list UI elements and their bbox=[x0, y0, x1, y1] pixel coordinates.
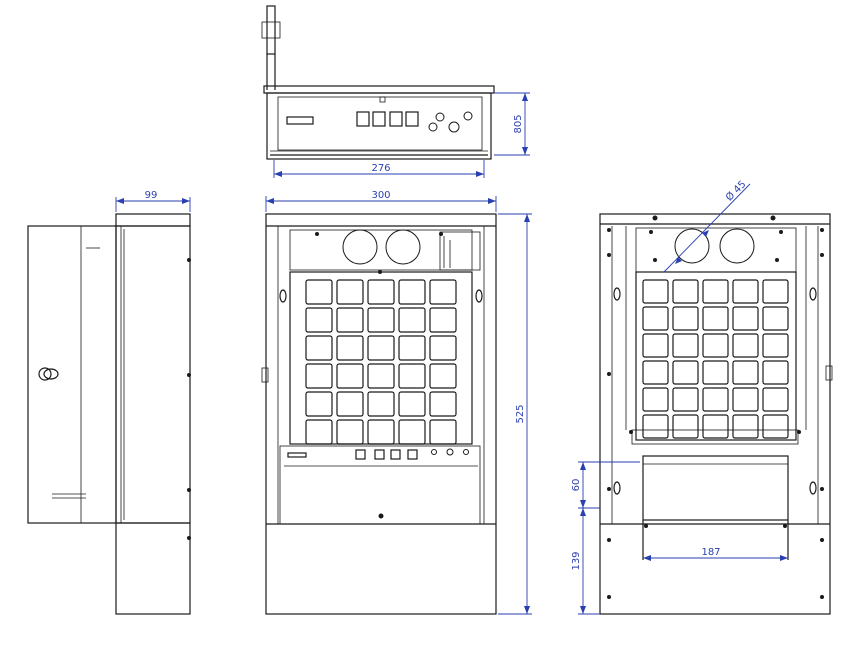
grid-slot bbox=[672, 414, 699, 439]
grid-slot bbox=[702, 279, 729, 304]
grid-slot bbox=[336, 279, 364, 305]
grid-slot bbox=[429, 335, 457, 361]
grid-slot bbox=[398, 419, 426, 445]
grid-slot bbox=[762, 414, 789, 439]
grid-slot bbox=[429, 307, 457, 333]
side-view bbox=[27, 213, 191, 615]
dim-label-front-width: 300 bbox=[371, 190, 390, 201]
front-view bbox=[261, 213, 497, 615]
dim-label-side-depth: 99 bbox=[145, 190, 158, 201]
grid-slot bbox=[642, 387, 669, 412]
grid-slot bbox=[702, 360, 729, 385]
grid-slot bbox=[732, 306, 759, 331]
grid-slot bbox=[642, 333, 669, 358]
dimension-lines bbox=[115, 92, 788, 615]
grid-slot bbox=[642, 306, 669, 331]
grid-slot bbox=[336, 419, 364, 445]
grid-slot bbox=[762, 333, 789, 358]
grid-slot bbox=[367, 335, 395, 361]
rear-view bbox=[599, 213, 833, 615]
dim-label-base-height: 139 bbox=[571, 551, 582, 570]
grid-slot bbox=[305, 307, 333, 333]
grid-slot bbox=[398, 363, 426, 389]
grid-slot bbox=[642, 279, 669, 304]
grid-slot bbox=[429, 391, 457, 417]
grid-slot bbox=[732, 333, 759, 358]
grid-slot bbox=[732, 279, 759, 304]
grid-slot bbox=[367, 391, 395, 417]
grid-slot bbox=[336, 307, 364, 333]
grid-slot bbox=[702, 306, 729, 331]
grid-slot bbox=[305, 279, 333, 305]
grid-slot bbox=[672, 360, 699, 385]
grid-slot bbox=[305, 335, 333, 361]
grid-slot bbox=[732, 414, 759, 439]
grid-slot bbox=[672, 279, 699, 304]
rear-mounting-grid bbox=[642, 279, 789, 439]
dim-label-top-width: 276 bbox=[371, 163, 390, 174]
grid-slot bbox=[336, 391, 364, 417]
dim-label-gap-height: 60 bbox=[571, 479, 582, 492]
grid-slot bbox=[762, 387, 789, 412]
grid-slot bbox=[429, 419, 457, 445]
dim-label-front-height: 525 bbox=[515, 404, 526, 423]
grid-slot bbox=[429, 363, 457, 389]
grid-slot bbox=[702, 333, 729, 358]
dim-label-base-width: 187 bbox=[701, 547, 720, 558]
grid-slot bbox=[762, 279, 789, 304]
grid-slot bbox=[762, 306, 789, 331]
top-view bbox=[261, 5, 495, 160]
grid-slot bbox=[367, 363, 395, 389]
grid-slot bbox=[336, 363, 364, 389]
grid-slot bbox=[367, 279, 395, 305]
grid-slot bbox=[762, 360, 789, 385]
grid-slot bbox=[305, 363, 333, 389]
grid-slot bbox=[398, 279, 426, 305]
grid-slot bbox=[732, 387, 759, 412]
grid-slot bbox=[398, 335, 426, 361]
dim-label-hole-diameter: Ø 45 bbox=[723, 178, 748, 203]
grid-slot bbox=[305, 419, 333, 445]
grid-slot bbox=[672, 333, 699, 358]
grid-slot bbox=[336, 335, 364, 361]
grid-slot bbox=[642, 414, 669, 439]
grid-slot bbox=[398, 391, 426, 417]
grid-slot bbox=[702, 387, 729, 412]
grid-slot bbox=[305, 391, 333, 417]
dim-label-top-depth: 805 bbox=[513, 114, 524, 133]
grid-slot bbox=[642, 360, 669, 385]
grid-slot bbox=[672, 306, 699, 331]
grid-slot bbox=[367, 419, 395, 445]
grid-slot bbox=[429, 279, 457, 305]
grid-slot bbox=[702, 414, 729, 439]
grid-slot bbox=[367, 307, 395, 333]
grid-slot bbox=[672, 387, 699, 412]
grid-slot bbox=[398, 307, 426, 333]
grid-slot bbox=[732, 360, 759, 385]
front-mounting-grid bbox=[305, 279, 457, 445]
